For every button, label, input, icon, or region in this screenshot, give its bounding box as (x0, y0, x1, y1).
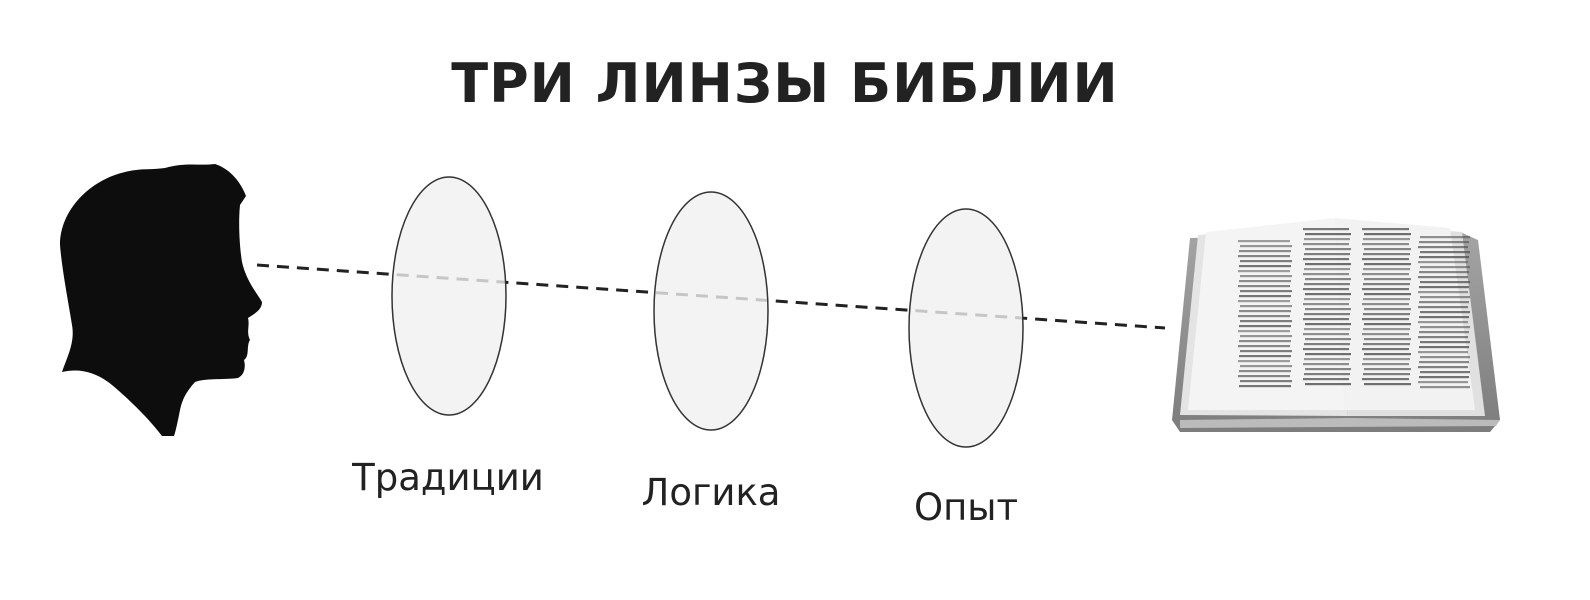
lens-label-2: Логика (642, 471, 781, 514)
title: ТРИ ЛИНЗЫ БИБЛИИ (451, 52, 1119, 115)
lens-label-1: Традиции (351, 456, 544, 499)
lens-1 (391, 176, 507, 416)
lens-2 (653, 191, 769, 431)
lens-label-3: Опыт (914, 486, 1018, 529)
bible-book-icon (1172, 218, 1500, 432)
head-silhouette-icon (60, 164, 262, 436)
lens-3 (908, 208, 1024, 448)
